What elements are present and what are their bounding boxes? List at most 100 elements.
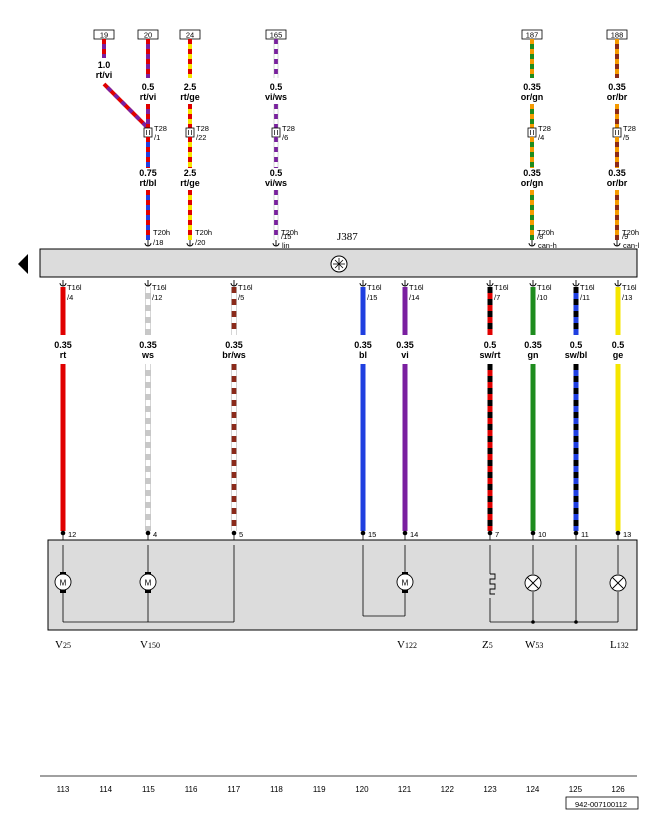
- wire-gauge: 0.35: [524, 340, 542, 350]
- antenna-star-icon: [330, 255, 348, 273]
- component-code: V: [397, 639, 405, 651]
- motor-body: [396, 573, 414, 591]
- wire-color: vi: [401, 350, 409, 360]
- component-label: Z5: [482, 639, 493, 651]
- component-index: 5: [489, 641, 493, 650]
- wire-gauge: 0.5: [484, 340, 497, 350]
- wire-gauge: 0.35: [523, 168, 541, 178]
- lamp-icon: [609, 574, 627, 592]
- motor-glyph: M: [60, 579, 67, 588]
- connector-pin-number: /7: [494, 293, 500, 302]
- connector-name: T16l: [622, 283, 637, 292]
- wire-gauge: 0.35: [54, 340, 72, 350]
- connector-name: T28: [538, 124, 551, 133]
- wire-gauge: 0.5: [570, 340, 583, 350]
- terminal-number: 10: [538, 530, 546, 539]
- ref-number: 24: [186, 31, 194, 40]
- wire-gauge: 0.35: [396, 340, 414, 350]
- wire-color: sw/bl: [565, 350, 588, 360]
- motor-icon: M: [139, 572, 157, 593]
- grid-number: 120: [355, 785, 369, 794]
- grid-number: 121: [398, 785, 412, 794]
- module-connector: T20h: [281, 228, 298, 237]
- wire-gauge: 1.0: [98, 60, 111, 70]
- wire-color: rt/vi: [96, 70, 113, 80]
- grid-number: 118: [270, 785, 283, 794]
- doc-number-box: [565, 796, 639, 810]
- grid-number: 113: [57, 785, 70, 794]
- junction-dot: [574, 620, 578, 624]
- ref-number: 20: [144, 31, 152, 40]
- signal-name: can-l: [623, 241, 640, 250]
- wire-gauge: 0.5: [142, 82, 155, 92]
- module-connector: T20h: [622, 228, 639, 237]
- component-code: V: [55, 639, 63, 651]
- wire-color: or/gn: [521, 92, 544, 102]
- connector-name: T16l: [537, 283, 552, 292]
- wire-color: rt/bl: [140, 178, 157, 188]
- grid-number: 123: [483, 785, 497, 794]
- grid-number: 124: [526, 785, 540, 794]
- connector-pin-number: /4: [538, 133, 544, 142]
- wire-color: sw/rt: [479, 350, 500, 360]
- motor-body: [139, 573, 157, 591]
- wire-gauge: 0.5: [612, 340, 625, 350]
- wire-color: vi/ws: [265, 178, 287, 188]
- component-code: L: [610, 639, 617, 651]
- wire-color: gn: [528, 350, 539, 360]
- connector-pin-number: /22: [196, 133, 206, 142]
- component-housing: [47, 539, 638, 631]
- module-j387[interactable]: J387: [18, 231, 638, 278]
- module-connector: T20h: [153, 228, 170, 237]
- connector-pin-number: /11: [580, 293, 590, 302]
- wire-color: br/ws: [222, 350, 246, 360]
- connector-pin-number: /5: [623, 133, 629, 142]
- lamp-icon: [524, 574, 542, 592]
- component-index: 122: [405, 641, 417, 650]
- connector-name: T28: [154, 124, 167, 133]
- connector-icon: [143, 127, 153, 138]
- connector-pin-number: /4: [67, 293, 73, 302]
- component-code: V: [140, 639, 148, 651]
- wire-gauge: 0.35: [608, 82, 626, 92]
- lamp-cross: [612, 577, 624, 589]
- module-pin: /18: [153, 238, 163, 247]
- wire-color: ge: [613, 350, 624, 360]
- component-label: V122: [397, 639, 417, 651]
- component-label: W53: [525, 639, 543, 651]
- motor-brush: [145, 589, 151, 593]
- connector-name: T16l: [580, 283, 595, 292]
- connector-pin-number: /6: [282, 133, 288, 142]
- module-pin: /8: [537, 232, 543, 241]
- connector-pin-number: /13: [622, 293, 632, 302]
- component-code: W: [525, 639, 536, 651]
- junction-dot: [531, 620, 535, 624]
- wire-gauge: 0.35: [225, 340, 243, 350]
- top-wire-19: 191.0rt/vi: [93, 29, 150, 130]
- component-index: 132: [617, 641, 629, 650]
- connector-icon: [271, 127, 281, 138]
- module-label: J387: [337, 231, 358, 243]
- connector-pin-number: /12: [152, 293, 162, 302]
- module-pin: /15: [281, 232, 291, 241]
- wire-gauge: 2.5: [184, 168, 197, 178]
- wire-color: rt/ge: [180, 178, 200, 188]
- wire-color: or/br: [607, 92, 628, 102]
- component-index: 53: [535, 641, 543, 650]
- wire-gauge: 0.35: [139, 340, 157, 350]
- connector-name: T28: [196, 124, 209, 133]
- module-connector: T20h: [537, 228, 554, 237]
- terminal-number: 5: [239, 530, 243, 539]
- wire-gauge: 0.5: [270, 82, 283, 92]
- wire-color: rt/ge: [180, 92, 200, 102]
- terminal-number: 12: [68, 530, 76, 539]
- connector-name: T16l: [494, 283, 509, 292]
- module-pin: /20: [195, 238, 205, 247]
- module-pin: /9: [622, 232, 628, 241]
- wire-gauge: 0.35: [354, 340, 372, 350]
- terminal-number: 15: [368, 530, 376, 539]
